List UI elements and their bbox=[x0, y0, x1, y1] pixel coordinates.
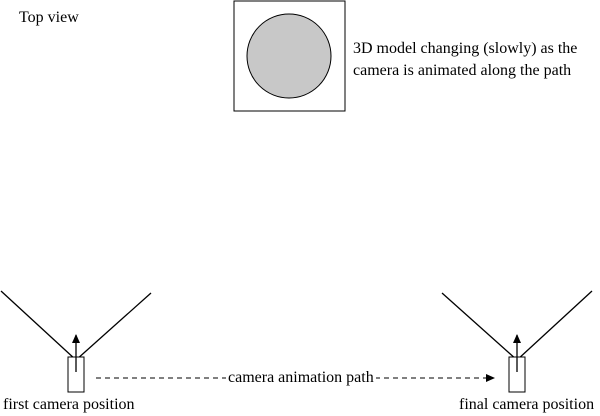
final-camera-label: final camera position bbox=[459, 396, 595, 413]
final-camera-view-right bbox=[516, 290, 593, 361]
model-caption-line-1: 3D model changing (slowly) as the bbox=[353, 40, 578, 57]
final-camera bbox=[441, 290, 593, 393]
first-camera bbox=[0, 290, 152, 393]
model-box bbox=[233, 0, 346, 112]
final-camera-view-left bbox=[441, 292, 518, 361]
model-caption-line-2: camera is animated along the path bbox=[353, 62, 572, 79]
first-camera-view-right bbox=[75, 292, 152, 361]
camera-animation-path-label: camera animation path bbox=[226, 367, 376, 389]
model-circle bbox=[246, 13, 332, 99]
first-camera-label: first camera position bbox=[3, 396, 135, 413]
model-caption: 3D model changing (slowly) as the camera… bbox=[353, 38, 577, 82]
first-camera-view-left bbox=[0, 290, 77, 361]
top-view-label: Top view bbox=[19, 9, 79, 26]
